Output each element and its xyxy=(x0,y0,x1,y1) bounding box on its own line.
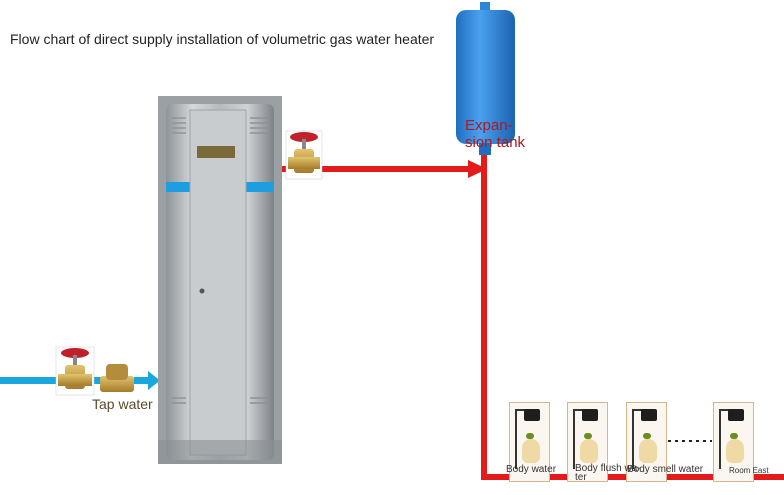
shower-pipe xyxy=(632,409,634,469)
shower-fixture-4 xyxy=(713,402,754,482)
person-icon xyxy=(580,439,598,463)
expansion-tank-icon xyxy=(456,2,515,155)
shower-fixture-2 xyxy=(567,402,608,482)
fixture-label: Body smell water xyxy=(627,464,704,475)
gate-valve-icon xyxy=(55,346,95,396)
tap-water-label: Tap water xyxy=(92,396,153,412)
faucet-icon xyxy=(730,433,738,439)
water-heater-icon xyxy=(158,96,282,464)
shower-icon xyxy=(582,409,598,421)
shower-pipe xyxy=(719,409,721,469)
shower-pipe-arm xyxy=(719,409,731,411)
gate-valve-icon xyxy=(285,130,323,180)
expansion-tank-label-text: Expan- sion tank xyxy=(465,117,526,151)
shower-pipe xyxy=(515,409,517,469)
cold-flow-arrow-icon xyxy=(148,371,160,390)
fixture-label: Body water xyxy=(506,464,557,475)
shower-fixture-3 xyxy=(626,402,667,482)
faucet-icon xyxy=(584,433,592,439)
person-icon xyxy=(639,439,657,463)
shower-pipe-arm xyxy=(632,409,644,411)
diagram-title: Flow chart of direct supply installation… xyxy=(10,31,435,47)
hot-flow-arrow-icon xyxy=(468,160,487,178)
shower-pipe xyxy=(573,409,575,469)
expansion-tank-label: Expan- sion tank xyxy=(465,117,525,151)
shower-icon xyxy=(524,409,540,421)
cold-water-pipe xyxy=(0,371,160,390)
shower-pipe-arm xyxy=(515,409,527,411)
fixture-label: Body flush wa- ter xyxy=(575,463,641,483)
faucet-icon xyxy=(526,433,534,439)
shower-icon xyxy=(641,409,657,421)
check-valve-icon xyxy=(100,364,134,392)
person-icon xyxy=(726,439,744,463)
person-icon xyxy=(522,439,540,463)
shower-fixture-1 xyxy=(509,402,550,482)
fixture-label: Room East xyxy=(729,466,769,475)
faucet-icon xyxy=(643,433,651,439)
shower-icon xyxy=(728,409,744,421)
shower-pipe-arm xyxy=(573,409,585,411)
